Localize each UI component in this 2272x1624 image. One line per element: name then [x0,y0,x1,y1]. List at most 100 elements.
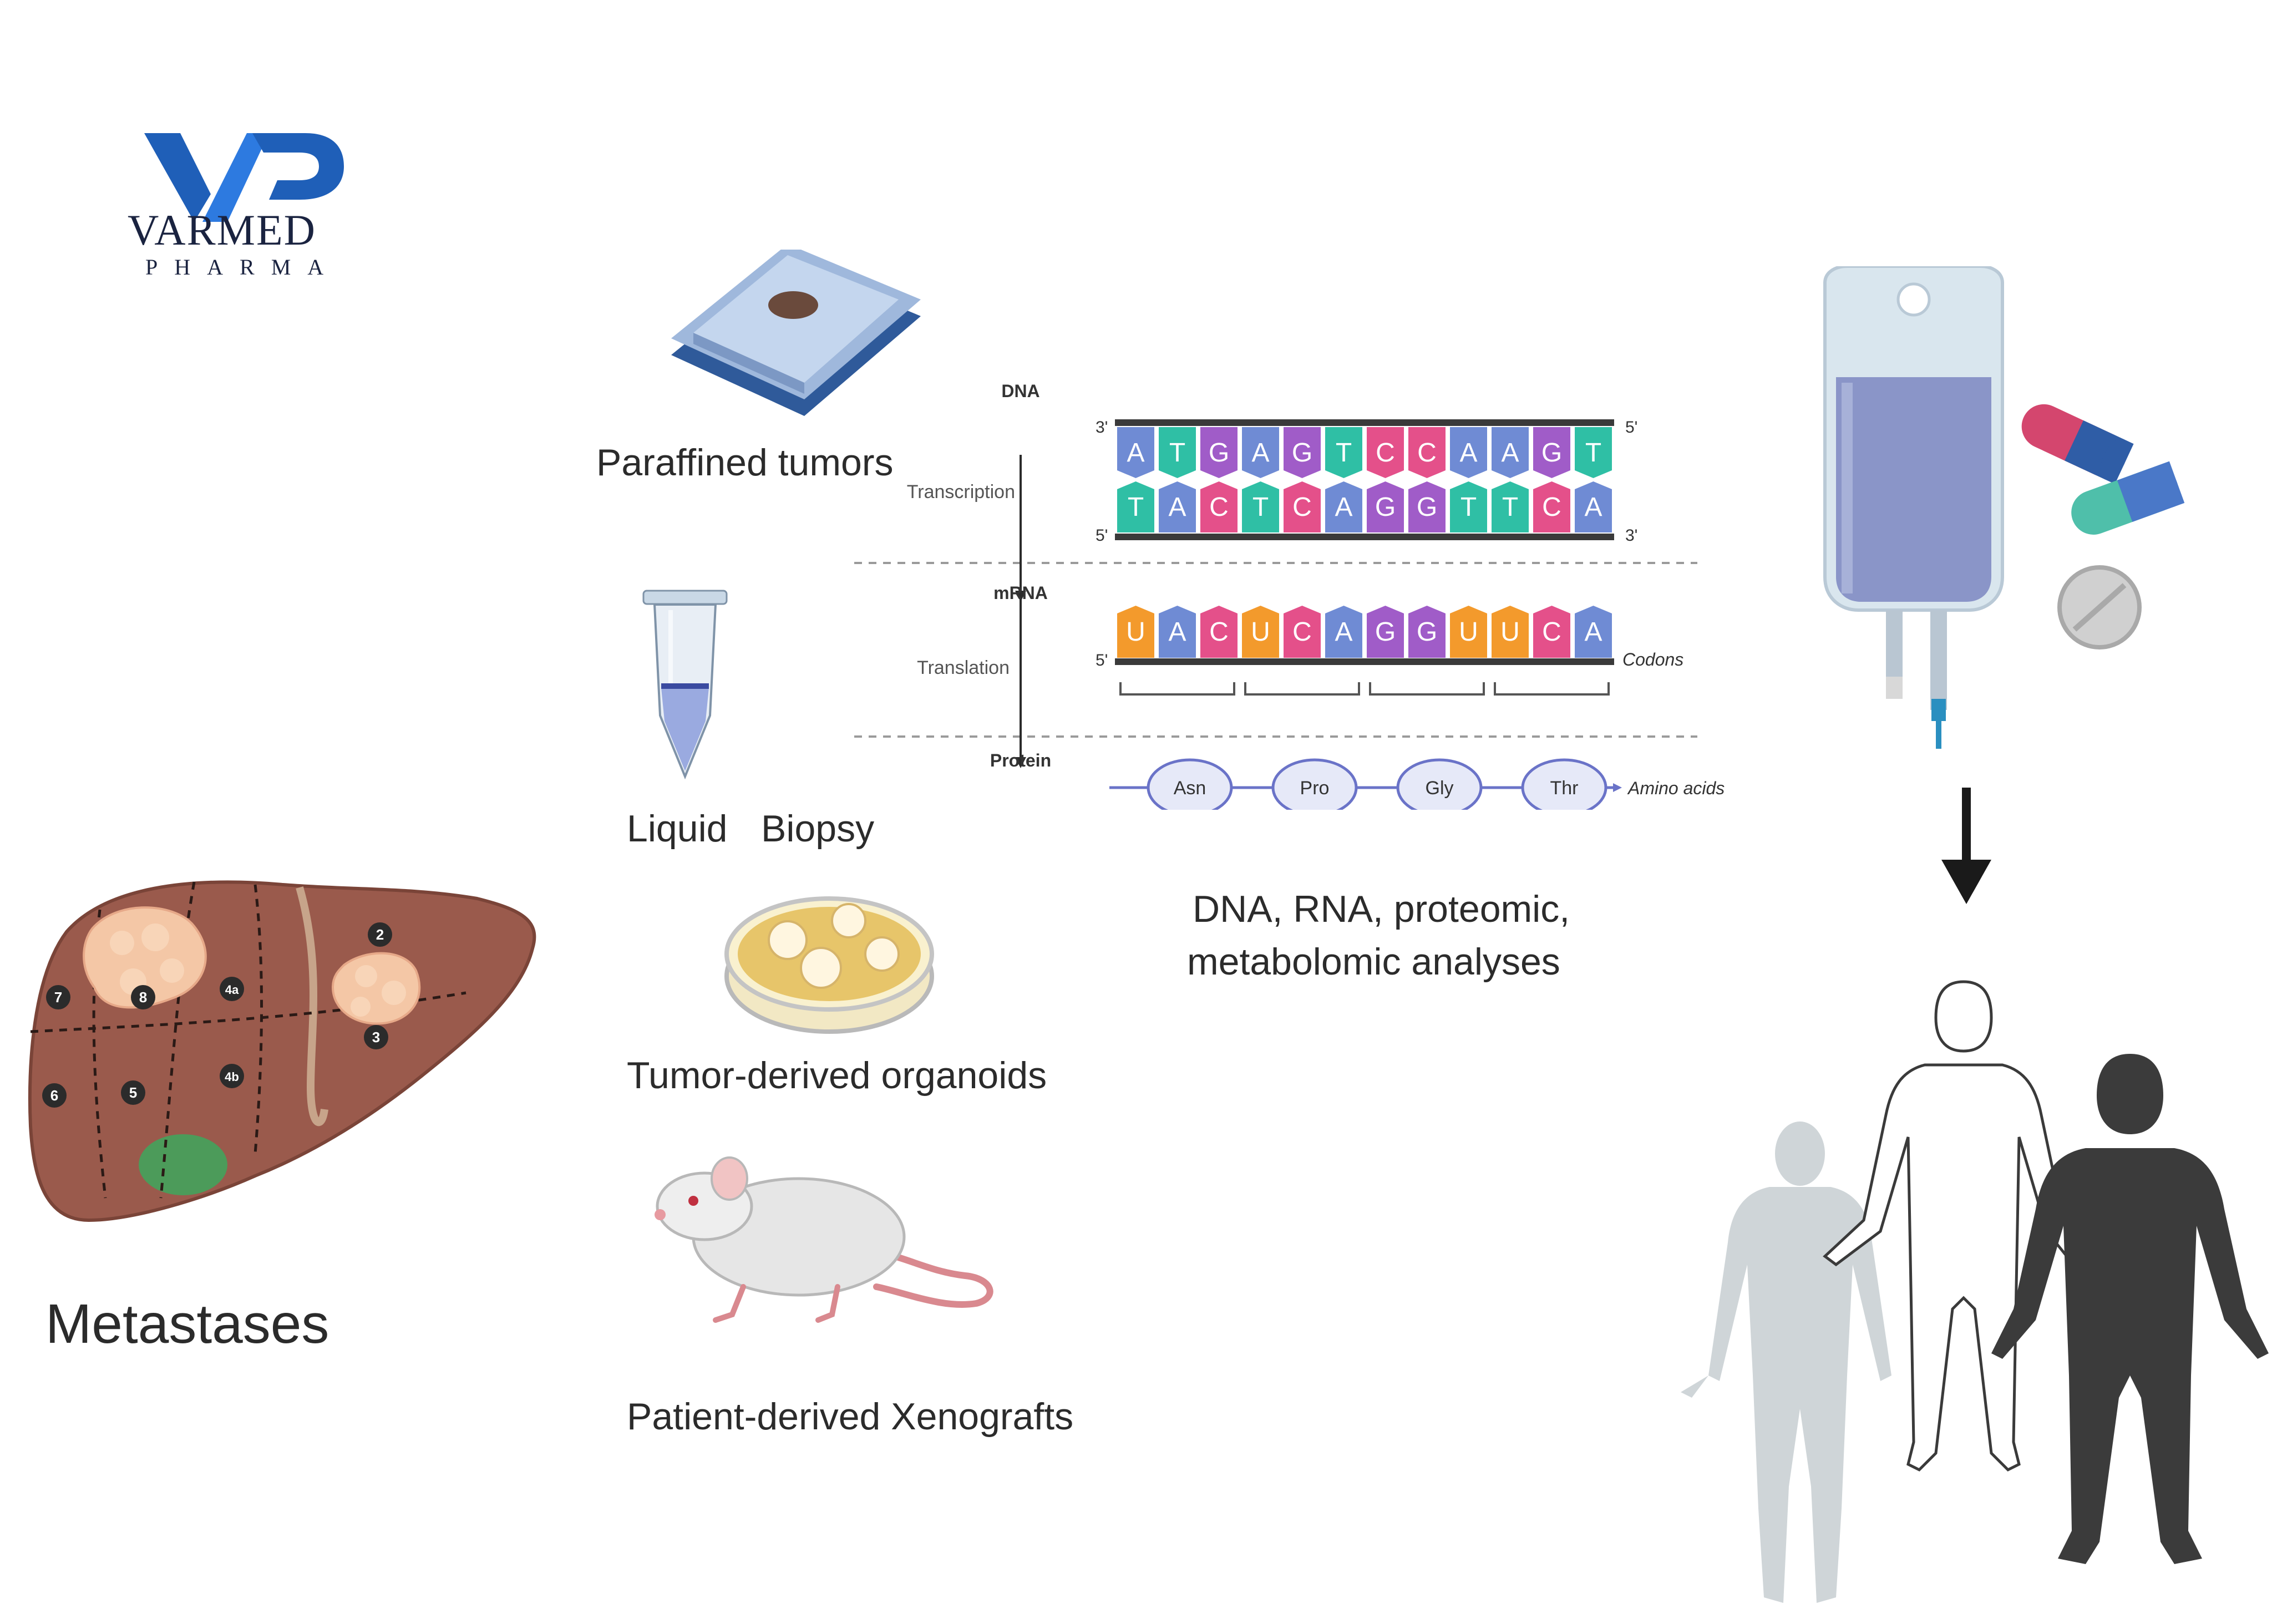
mrna-5prime: 5' [1096,651,1108,669]
nucleotide-letter: G [1417,493,1437,522]
liver-seg-5: 5 [129,1084,137,1101]
nucleotide-A: A [1575,606,1612,658]
nucleotide-letter: A [1459,438,1477,468]
nucleotide-letter: U [1500,617,1520,647]
liquid-word: Liquid [627,808,728,850]
liver-seg-4a: 4a [225,983,239,997]
liquid-biopsy-tube-icon [642,590,728,780]
nucleotide-C: C [1284,606,1321,658]
nucleotide-C: C [1367,427,1404,478]
nucleotide-T: T [1159,427,1196,478]
liver-seg-2: 2 [376,926,384,943]
nucleotide-letter: T [1460,493,1477,522]
varmed-logo: VARMED PHARMA [122,128,344,283]
nucleotide-letter: T [1128,493,1144,522]
amino-acid-asn: Asn [1147,758,1233,810]
nucleotide-T: T [1492,481,1529,532]
nucleotide-letter: U [1126,617,1145,647]
patients-silhouettes-icon [1681,980,2269,1603]
codon-brackets [1119,682,1610,696]
logo-brand: VARMED [128,206,316,254]
nucleotide-A: A [1242,427,1279,478]
nucleotide-A: A [1325,606,1362,658]
nucleotide-G: G [1408,481,1446,532]
codon-bracket [1494,682,1610,696]
nucleotide-T: T [1117,481,1154,532]
mouse-icon [655,1156,993,1323]
down-arrow-icon [1941,788,1991,904]
xenografts-label: Patient-derived Xenografts [627,1395,1074,1438]
codon-bracket [1119,682,1235,696]
logo-sub: PHARMA [145,255,341,280]
codon-bracket [1369,682,1485,696]
liver-illustration: 2 3 4a 4b 5 6 7 8 [28,880,536,1222]
nucleotide-letter: T [1502,493,1518,522]
nucleotide-C: C [1200,481,1238,532]
nucleotide-A: A [1575,481,1612,532]
iv-bag-icon [1823,266,2004,749]
nucleotide-letter: U [1251,617,1270,647]
amino-acid-gly: Gly [1396,758,1483,810]
liver-seg-7: 7 [54,989,62,1006]
nucleotide-letter: C [1376,438,1395,468]
nucleotide-A: A [1325,481,1362,532]
nucleotide-letter: C [1292,493,1312,522]
nucleotide-letter: T [1336,438,1352,468]
dna-bottom-5prime: 5' [1096,526,1108,545]
nucleotide-letter: U [1459,617,1478,647]
analyses-line2: metabolomic analyses [1187,941,1560,983]
nucleotide-letter: T [1169,438,1185,468]
nucleotide-T: T [1325,427,1362,478]
analyses-line1: DNA, RNA, proteomic, [1193,888,1570,930]
translation-label: Translation [917,657,1010,678]
liver-seg-6: 6 [50,1087,58,1104]
biopsy-word: Biopsy [761,808,875,850]
nucleotide-A: A [1159,606,1196,658]
nucleotide-letter: G [1209,438,1229,468]
nucleotide-A: A [1117,427,1154,478]
codons-label: Codons [1622,649,1683,669]
nucleotide-C: C [1533,606,1570,658]
nucleotide-letter: C [1209,617,1229,647]
amino-acid-pro: Pro [1271,758,1358,810]
nucleotide-T: T [1575,427,1612,478]
nucleotide-C: C [1200,606,1238,658]
nucleotide-letter: G [1375,617,1396,647]
protein-heading: Protein [990,750,1051,770]
nucleotide-letter: G [1375,493,1396,522]
nucleotide-A: A [1159,481,1196,532]
liver-seg-4b: 4b [225,1070,239,1084]
liver-segment-markers [42,922,392,1108]
nucleotide-U: U [1492,606,1529,658]
central-dogma-diagram: DNA Transcription mRNA Translation Prote… [854,381,1725,810]
dna-top-3prime: 3' [1096,418,1108,437]
nucleotide-T: T [1450,481,1487,532]
dna-top-5prime: 5' [1625,418,1637,437]
amino-acid-thr: Thr [1521,758,1607,810]
svg-text:Gly: Gly [1426,778,1454,799]
nucleotide-G: G [1367,606,1404,658]
nucleotide-letter: C [1417,438,1437,468]
nucleotide-G: G [1367,481,1404,532]
dna-bottom-3prime: 3' [1625,526,1637,545]
nucleotide-C: C [1533,481,1570,532]
svg-text:Thr: Thr [1550,778,1579,799]
nucleotide-T: T [1242,481,1279,532]
nucleotide-A: A [1450,427,1487,478]
paraffin-block-icon [671,250,921,416]
nucleotide-letter: A [1127,438,1144,468]
liver-seg-3: 3 [372,1029,380,1046]
mrna-heading: mRNA [993,583,1048,603]
nucleotide-G: G [1408,606,1446,658]
nucleotide-letter: A [1335,493,1352,522]
transcription-label: Transcription [907,481,1015,503]
amino-acids-label: Amino acids [1627,778,1725,798]
nucleotide-letter: A [1584,617,1602,647]
vp-logo-mark-icon [144,133,344,222]
nucleotide-G: G [1200,427,1238,478]
nucleotide-letter: C [1542,493,1561,522]
nucleotide-letter: G [1417,617,1437,647]
amino-acid-chain: Asn Pro Gly Thr [1147,758,1607,810]
